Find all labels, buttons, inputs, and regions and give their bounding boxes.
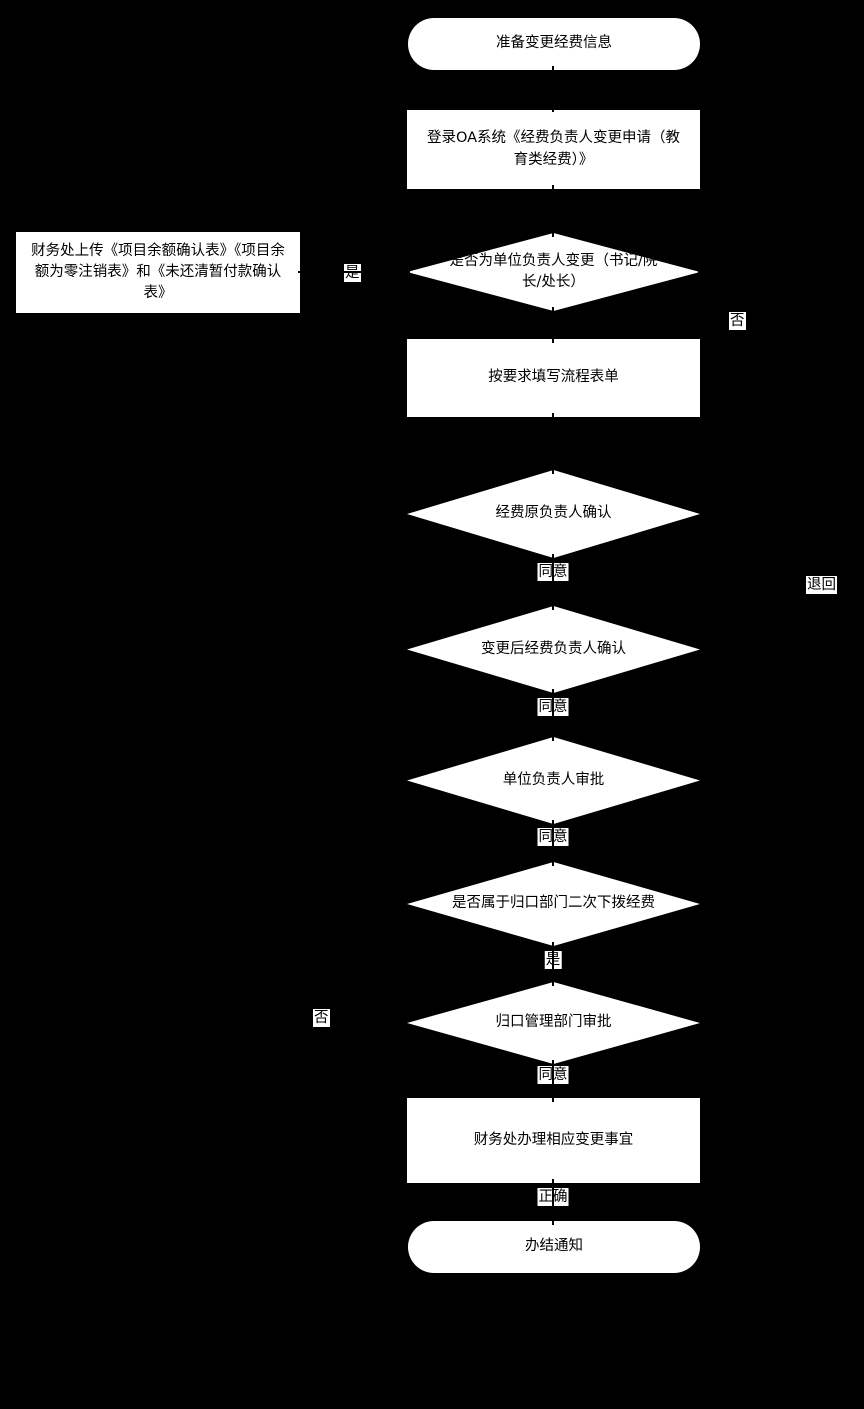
node-end-terminator: 办结通知 <box>408 1221 700 1273</box>
connector-decision1-to-upload <box>298 271 410 273</box>
node-decision-unit-leader-approve: 单位负责人审批 <box>407 737 700 824</box>
connector-fillform-to-originalconfirm <box>552 413 554 474</box>
node-start-terminator: 准备变更经费信息 <box>408 18 700 70</box>
connector-secondary-to-deptapprove <box>552 942 554 986</box>
connector-unitapprove-to-secondary <box>552 820 554 866</box>
node-decision-new-owner-confirm: 变更后经费负责人确认 <box>407 606 700 693</box>
connector-newconfirm-to-unitapprove <box>552 689 554 741</box>
connector-originalconfirm-to-newconfirm <box>552 554 554 610</box>
connector-decision1-no-branch <box>698 271 742 273</box>
node-login-oa-process: 登录OA系统《经费负责人变更申请（教育类经费）》 <box>407 110 700 189</box>
node-finance-upload-process: 财务处上传《项目余额确认表》《项目余额为零注销表》和《未还清暂付款确认表》 <box>16 232 300 313</box>
node-decision-secondary-allocation: 是否属于归口部门二次下拨经费 <box>407 862 700 946</box>
node-decision-unit-leader-change: 是否为单位负责人变更（书记/院长/处长） <box>407 233 700 311</box>
connector-login-to-decision1 <box>552 185 554 237</box>
node-finance-handle-process: 财务处办理相应变更事宜 <box>407 1098 700 1183</box>
edge-label-yes-to-upload: 是 <box>344 264 361 283</box>
node-decision-original-owner-confirm: 经费原负责人确认 <box>407 470 700 558</box>
node-fill-form-process: 按要求填写流程表单 <box>407 339 700 417</box>
node-decision-dept-approve: 归口管理部门审批 <box>407 982 700 1064</box>
connector-decision1-to-fillform <box>552 307 554 343</box>
connector-deptapprove-to-finance <box>552 1060 554 1102</box>
connector-finance-to-end <box>552 1179 554 1225</box>
connector-start-to-login <box>552 66 554 112</box>
edge-label-no-secondary-allocation: 否 <box>313 1009 330 1028</box>
edge-label-no-branch: 否 <box>729 312 746 331</box>
edge-label-return-branch: 退回 <box>806 576 837 595</box>
